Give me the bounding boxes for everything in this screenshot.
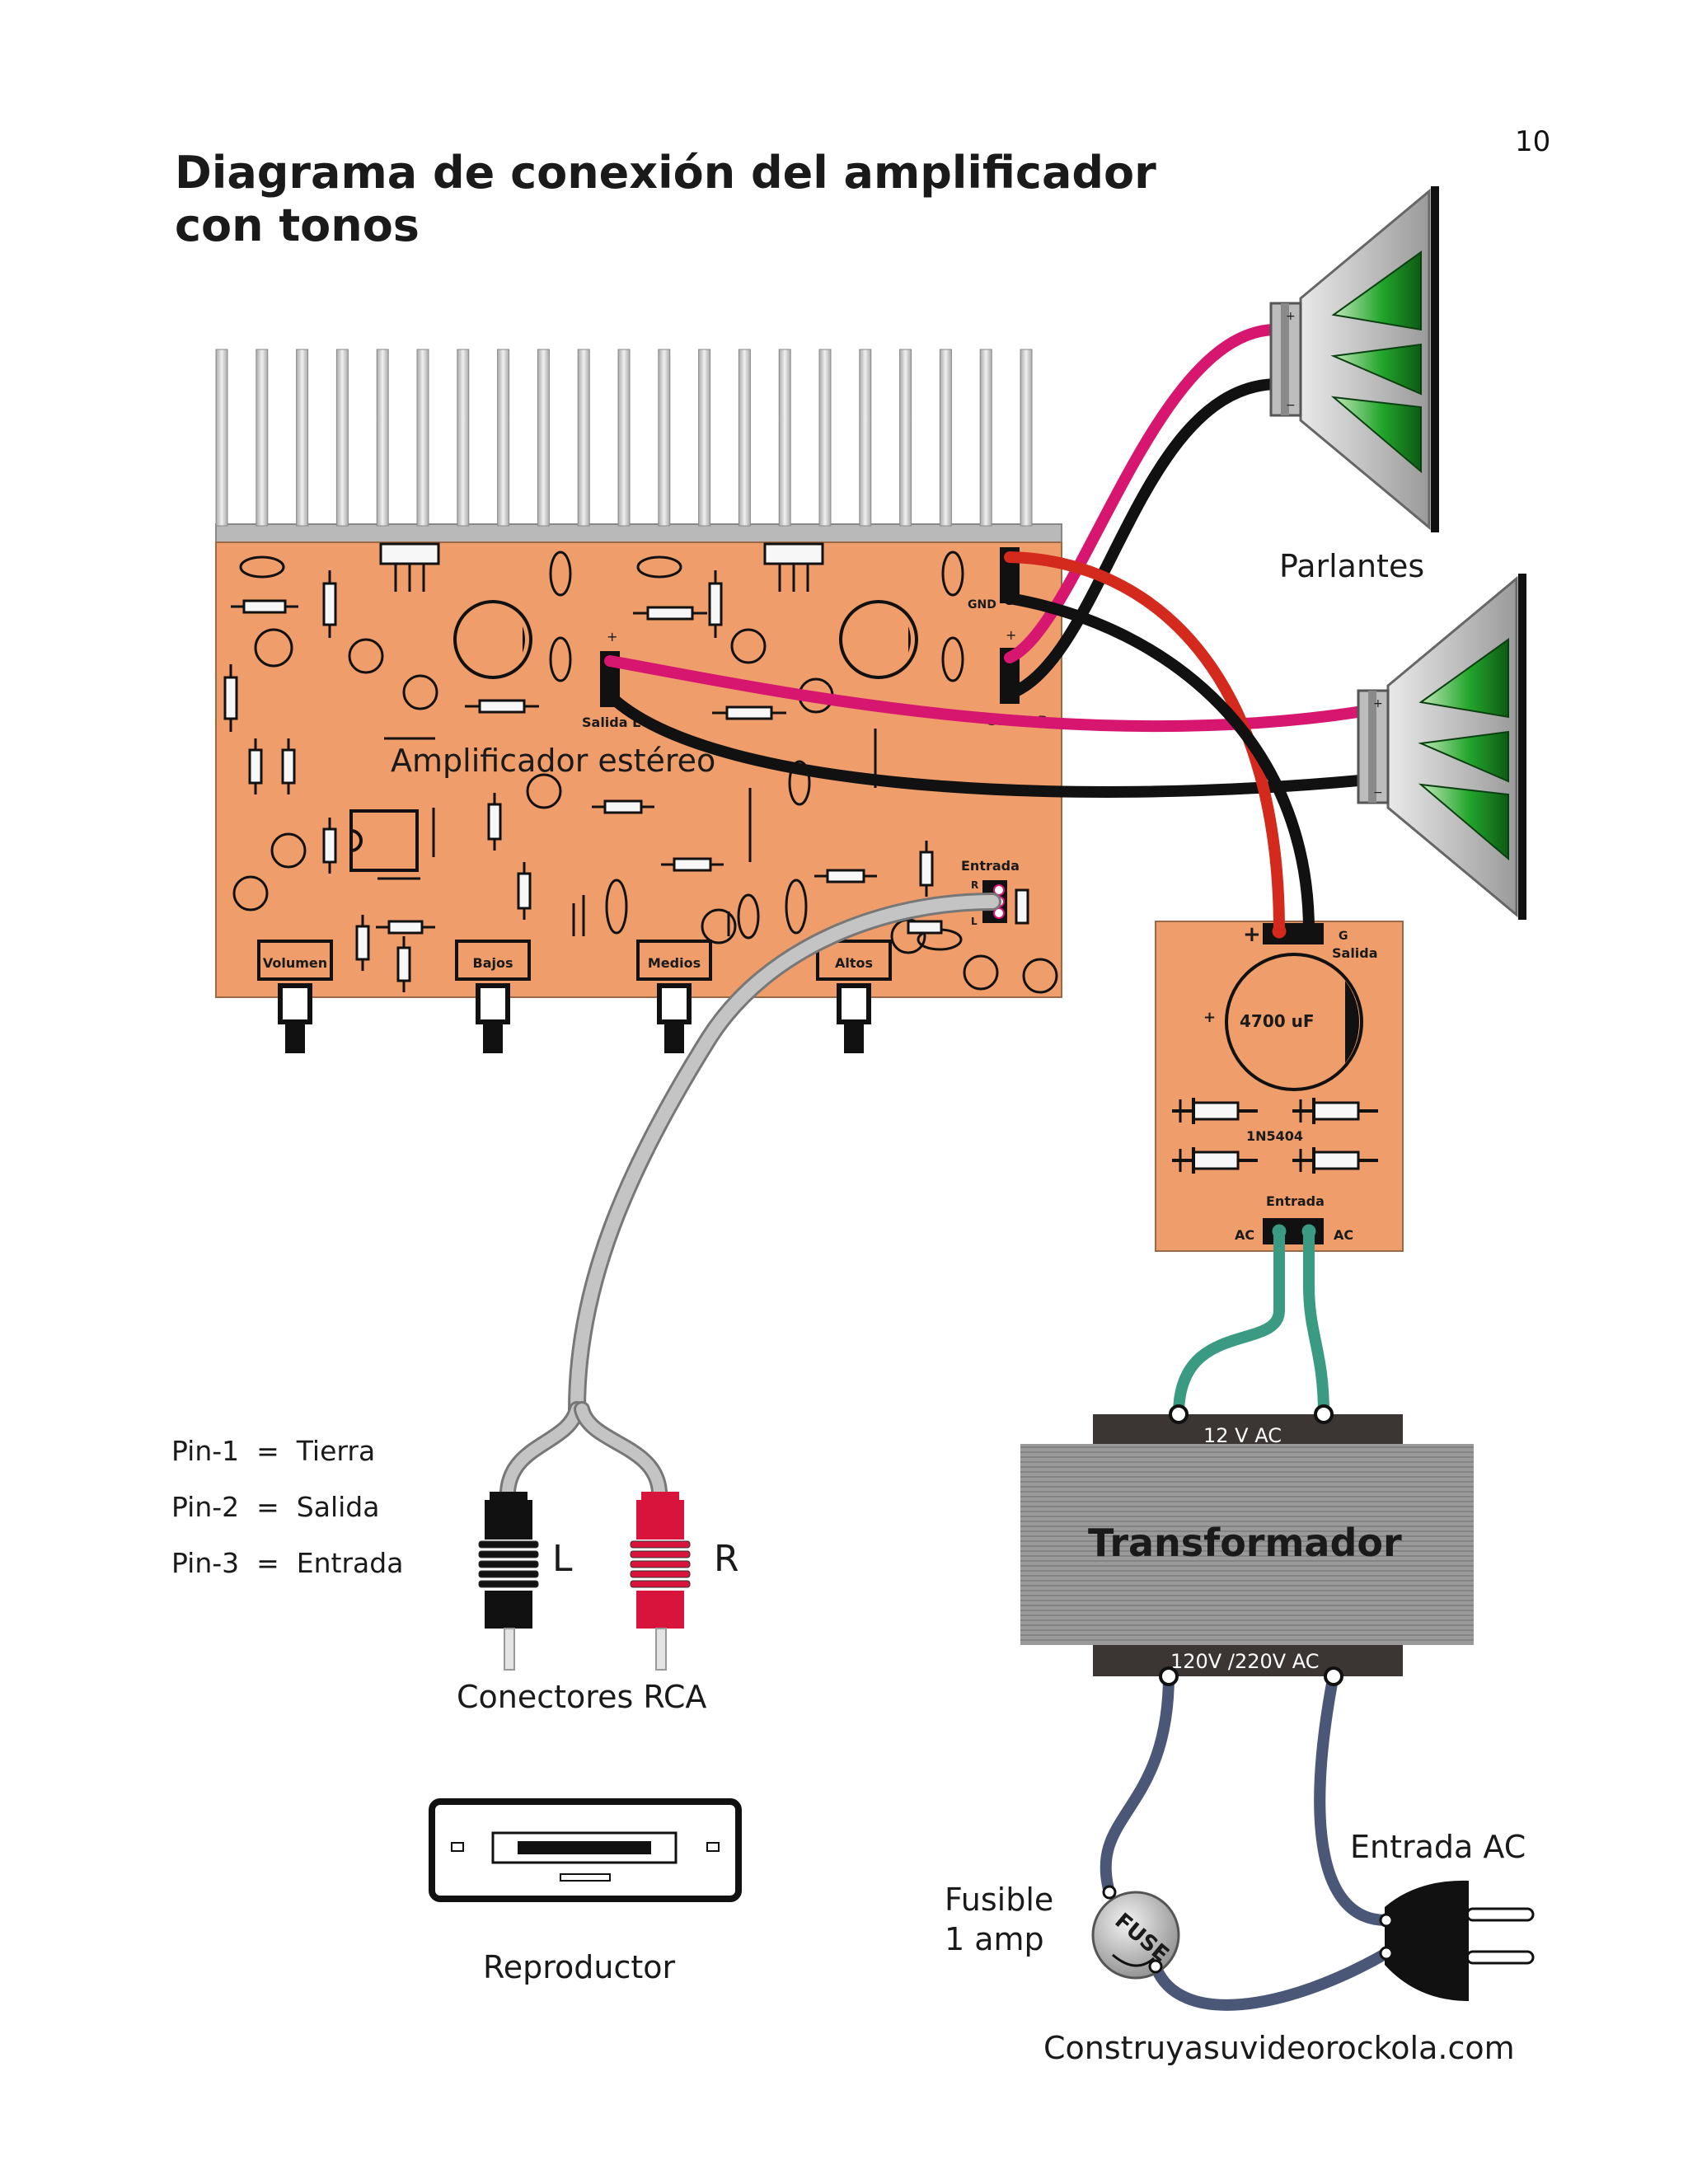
heatsink-fin: [577, 349, 590, 527]
bridge-diodes: [1172, 1098, 1378, 1174]
pin-1-text: Pin-1 = Tierra: [171, 1435, 375, 1467]
speakers: +−+−: [1269, 186, 1526, 920]
psu-output-label: Salida: [1332, 945, 1378, 961]
knob-medios[interactable]: Medios: [636, 940, 712, 1053]
heatsink-fin: [457, 349, 470, 527]
rca-connector-left: L: [478, 1492, 573, 1671]
heatsink-fin: [899, 349, 912, 527]
heatsink-fin: [256, 349, 269, 527]
knob-label: Altos: [835, 955, 873, 971]
ic-chip: [349, 809, 419, 872]
heatsink-fin: [296, 349, 309, 527]
transistor-right: [763, 542, 824, 592]
rca-right-label: R: [714, 1538, 739, 1580]
heatsink-fin: [376, 349, 389, 527]
player-label: Reproductor: [483, 1949, 675, 1985]
diode: [1292, 1098, 1378, 1124]
svg-text:+: +: [1243, 922, 1261, 947]
capacitor-label: 4700 uF: [1240, 1011, 1315, 1031]
diode: [1292, 1147, 1378, 1174]
ac-plug: [1379, 1880, 1535, 2001]
knob-bajos[interactable]: Bajos: [455, 940, 531, 1053]
ac-input-label: Entrada AC: [1350, 1829, 1526, 1865]
svg-text:R: R: [971, 879, 978, 891]
pin-legend: Pin-1 = Tierra Pin-2 = Salida Pin-3 = En…: [171, 1435, 403, 1579]
heatsink-fin: [617, 349, 631, 527]
svg-text:AC: AC: [1235, 1227, 1254, 1243]
pin-2-text: Pin-2 = Salida: [171, 1491, 379, 1523]
amplifier-board: Amplificador estéreo + Salida L GND + Sa…: [215, 541, 1062, 1053]
title-line-2: con tonos: [175, 199, 420, 251]
power-supply-board: + G Salida 4700 uF + 1N5404 Entrada AC A…: [1155, 921, 1404, 1252]
rca-connector-right: R: [630, 1492, 739, 1671]
heatsink-fin: [939, 349, 952, 527]
svg-text:+: +: [1373, 697, 1383, 710]
heatsink-fin: [738, 349, 751, 527]
speaker: +−: [1269, 186, 1439, 532]
primary-voltage: 120V /220V AC: [1170, 1650, 1320, 1673]
svg-text:−: −: [1286, 399, 1296, 412]
svg-text:+: +: [1203, 1009, 1216, 1026]
secondary-voltage: 12 V AC: [1203, 1424, 1282, 1447]
knob-altos[interactable]: Altos: [816, 940, 892, 1053]
fuse-label-line2: 1 amp: [945, 1921, 1044, 1957]
page-number: 10: [1515, 125, 1551, 158]
speakers-label: Parlantes: [1279, 548, 1424, 584]
title-line-1: Diagrama de conexión del amplificador: [175, 147, 1156, 199]
heatsink-fin: [1020, 349, 1033, 527]
svg-text:−: −: [1373, 786, 1383, 799]
transformer-title: Transformador: [1088, 1521, 1402, 1565]
heatsink-fin: [818, 349, 832, 527]
electrolytic-capacitor: [453, 600, 918, 679]
heatsink-fin: [859, 349, 872, 527]
diode-label: 1N5404: [1246, 1128, 1303, 1144]
page-title: Diagrama de conexión del amplificador co…: [175, 147, 1246, 252]
amplifier-label: Amplificador estéreo: [391, 743, 715, 779]
heatsink-fin: [497, 349, 510, 527]
website-label: Construyasuvideorockola.com: [1043, 2030, 1515, 2066]
svg-text:G: G: [1339, 930, 1348, 943]
input-label: Entrada: [961, 858, 1020, 874]
rca-label: Conectores RCA: [457, 1679, 706, 1715]
player-device: [429, 1798, 742, 1902]
heatsink-fin: [778, 349, 791, 527]
transformer: 12 V AC Transformador 120V /220V AC: [1020, 1414, 1474, 1676]
heatsink-fin: [215, 349, 228, 527]
svg-text:AC: AC: [1334, 1227, 1353, 1243]
output-left-label: Salida L: [582, 715, 640, 730]
filter-capacitor: 4700 uF +: [1203, 953, 1363, 1091]
diode: [1172, 1147, 1258, 1174]
heatsink-fin: [537, 349, 550, 527]
knob-volumen[interactable]: Volumen: [257, 940, 333, 1053]
components: [223, 551, 1058, 994]
pin-3-text: Pin-3 = Entrada: [171, 1547, 403, 1579]
transistor-left: [379, 542, 440, 592]
rca-left-label: L: [552, 1538, 573, 1580]
knob-label: Medios: [648, 955, 701, 971]
gnd-label: GND: [968, 598, 996, 612]
knob-label: Volumen: [263, 955, 327, 971]
speaker: +−: [1357, 574, 1526, 920]
heatsink-fin: [698, 349, 711, 527]
svg-text:+: +: [607, 629, 617, 644]
wires: [499, 322, 1392, 2011]
psu-input-label: Entrada: [1266, 1193, 1325, 1209]
diode: [1172, 1098, 1258, 1124]
fuse: FUSE: [1091, 1885, 1180, 1980]
svg-text:+: +: [1006, 627, 1016, 643]
heatsink-fin: [335, 349, 349, 527]
knob-label: Bajos: [473, 955, 513, 971]
heatsink-fin: [979, 349, 992, 527]
svg-text:L: L: [971, 916, 978, 927]
fuse-label-line1: Fusible: [945, 1882, 1053, 1918]
heatsink-fin: [416, 349, 429, 527]
heatsink: [215, 349, 1062, 543]
heatsink-fin: [658, 349, 671, 527]
svg-text:+: +: [1286, 310, 1296, 323]
